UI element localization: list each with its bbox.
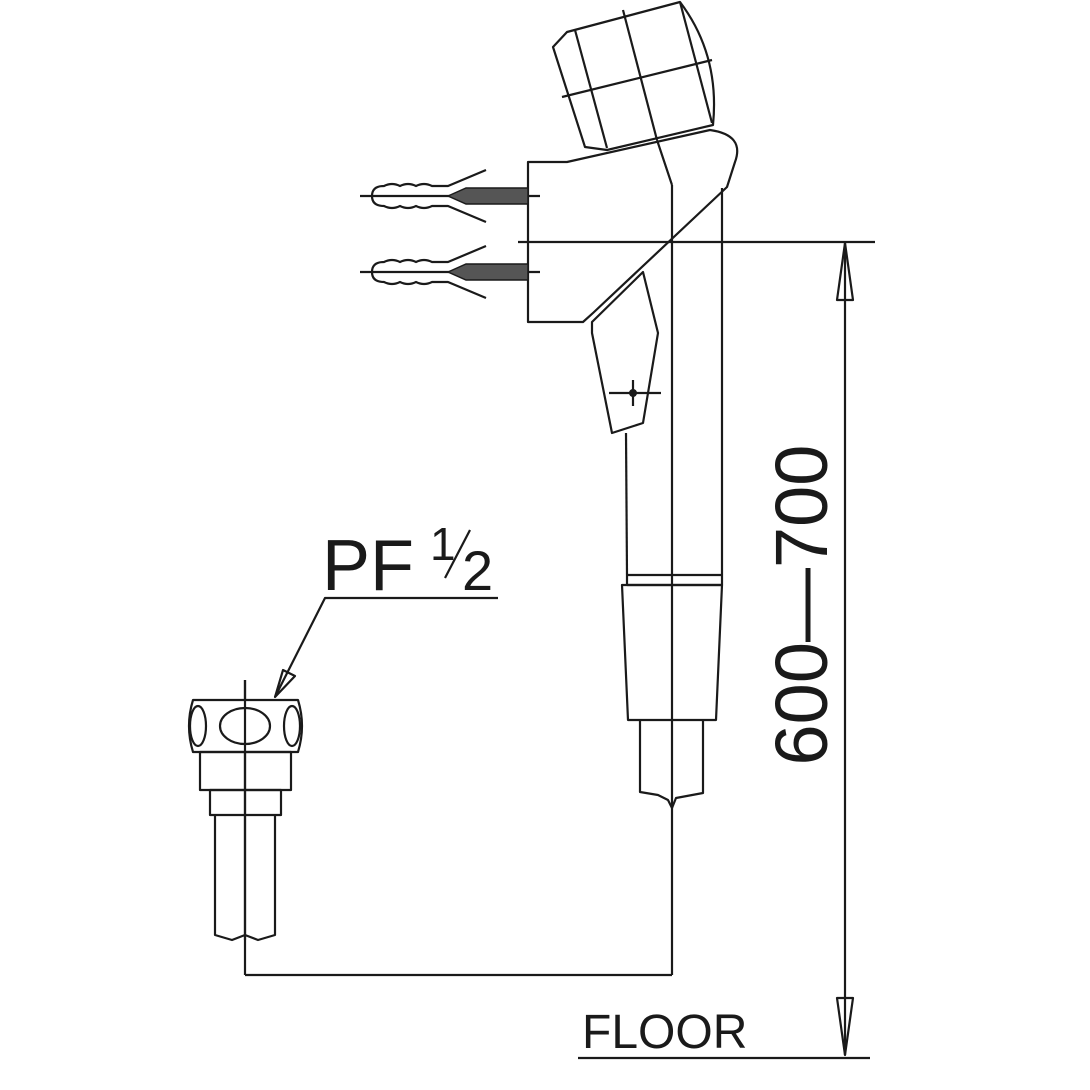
thread-label: PF bbox=[322, 526, 414, 606]
supply-fitting bbox=[187, 680, 304, 942]
fraction-bar bbox=[444, 529, 471, 579]
thread-leader bbox=[273, 596, 498, 699]
hand-shower-handle bbox=[590, 188, 724, 810]
wall-anchors bbox=[358, 168, 542, 300]
floor-label: FLOOR bbox=[582, 1006, 747, 1059]
holder-body bbox=[526, 128, 739, 324]
spray-head bbox=[551, 0, 716, 152]
height-dimension-label: 600—700 bbox=[760, 445, 843, 766]
fraction-denominator: 2 bbox=[462, 539, 493, 602]
height-dimension-line bbox=[578, 241, 870, 1060]
fraction-numerator: 1 bbox=[430, 518, 456, 570]
